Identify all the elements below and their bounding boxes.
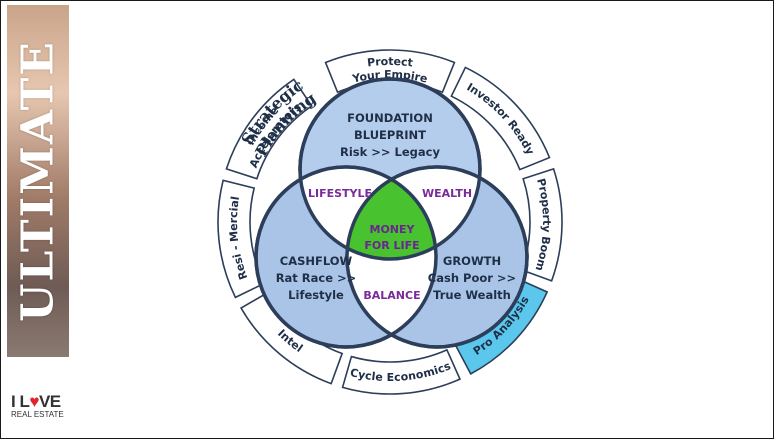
logo-text-a: I L: [11, 392, 30, 411]
center-money-for-life: [347, 167, 436, 259]
foundation-text: FOUNDATION: [347, 111, 433, 125]
i-love-real-estate-logo: I L♥VE REAL ESTATE: [11, 393, 71, 420]
segment-label-protect: Protect: [366, 55, 413, 70]
segment-cycle: [341, 348, 462, 395]
money-for-life-label: MONEY: [370, 223, 416, 236]
heart-icon: ♥: [29, 392, 39, 411]
growth-text: True Wealth: [433, 288, 511, 302]
growth-text: Cash Poor >>: [428, 271, 516, 285]
circle-outline: [254, 165, 438, 349]
segment-property: [520, 167, 563, 282]
segment-income: [225, 78, 313, 180]
circle-outline: [345, 165, 529, 349]
logo-subtitle: REAL ESTATE: [11, 410, 64, 419]
side-banner-image: ULTIMATE: [7, 5, 69, 357]
cashflow-text: Lifestyle: [288, 288, 344, 302]
foundation-text: Risk >> Legacy: [340, 145, 441, 159]
money-for-life-label: FOR LIFE: [364, 239, 419, 252]
segment-investor: [450, 66, 551, 171]
cashflow-text: Rat Race >>: [276, 271, 357, 285]
wealth-label: WEALTH: [422, 187, 472, 200]
balance-label: BALANCE: [363, 289, 420, 302]
lifestyle-label: LIFESTYLE: [308, 187, 372, 200]
circle-outline: [298, 77, 482, 261]
growth-text: GROWTH: [443, 254, 501, 268]
foundation-text: BLUEPRINT: [354, 128, 426, 142]
logo-text-b: VE: [38, 392, 61, 411]
cashflow-text: CASHFLOW: [280, 254, 353, 268]
